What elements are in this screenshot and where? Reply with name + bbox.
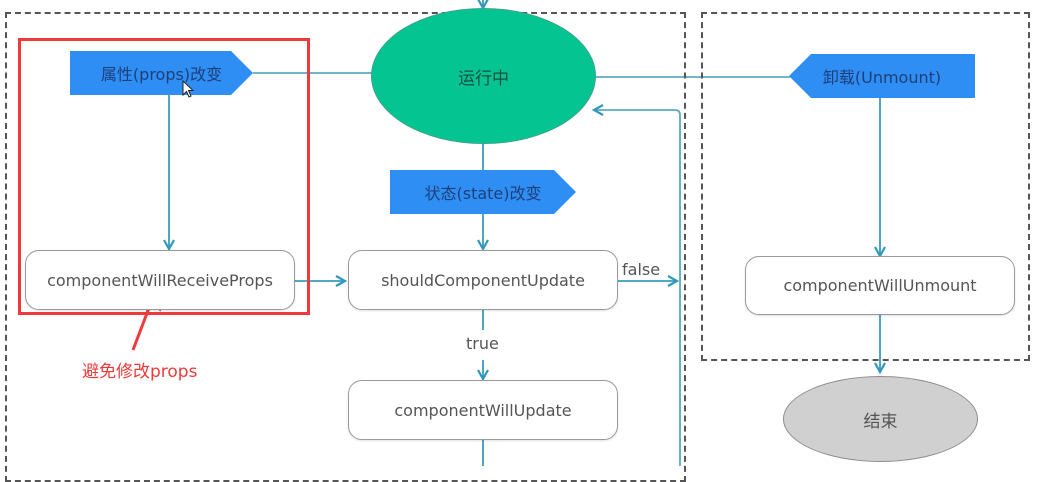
will-receive-props-label: componentWillReceiveProps bbox=[47, 270, 273, 290]
props-change-node[interactable]: 属性(props)改变 bbox=[70, 51, 253, 95]
highlight-box bbox=[18, 38, 310, 315]
diagram-edges bbox=[131, 0, 1037, 466]
will-update-label: componentWillUpdate bbox=[394, 400, 572, 420]
should-component-update-node[interactable]: shouldComponentUpdate bbox=[348, 250, 618, 310]
should-component-update-label: shouldComponentUpdate bbox=[381, 270, 585, 290]
will-unmount-label: componentWillUnmount bbox=[783, 276, 977, 295]
edge-label-false: false bbox=[622, 260, 661, 279]
end-node[interactable]: 结束 bbox=[783, 376, 978, 462]
will-receive-props-node[interactable]: componentWillReceiveProps bbox=[25, 250, 295, 310]
edge-loop-back bbox=[594, 110, 681, 466]
state-change-node[interactable]: 状态(state)改变 bbox=[390, 170, 576, 214]
running-label: 运行中 bbox=[458, 68, 509, 89]
edge-label-true: true bbox=[466, 334, 499, 353]
will-update-node[interactable]: componentWillUpdate bbox=[348, 380, 618, 440]
props-change-label: 属性(props)改变 bbox=[100, 65, 223, 84]
running-node[interactable]: 运行中 bbox=[371, 8, 596, 144]
unmount-node[interactable]: 卸载(Unmount) bbox=[789, 54, 975, 98]
end-label: 结束 bbox=[863, 411, 898, 432]
unmount-group bbox=[701, 12, 1030, 361]
will-unmount-node[interactable]: componentWillUnmount bbox=[745, 256, 1015, 315]
mouse-cursor-icon bbox=[182, 80, 195, 98]
state-change-label: 状态(state)改变 bbox=[424, 184, 542, 203]
annotation-text: 避免修改props bbox=[82, 362, 198, 382]
unmount-label: 卸载(Unmount) bbox=[822, 68, 942, 87]
